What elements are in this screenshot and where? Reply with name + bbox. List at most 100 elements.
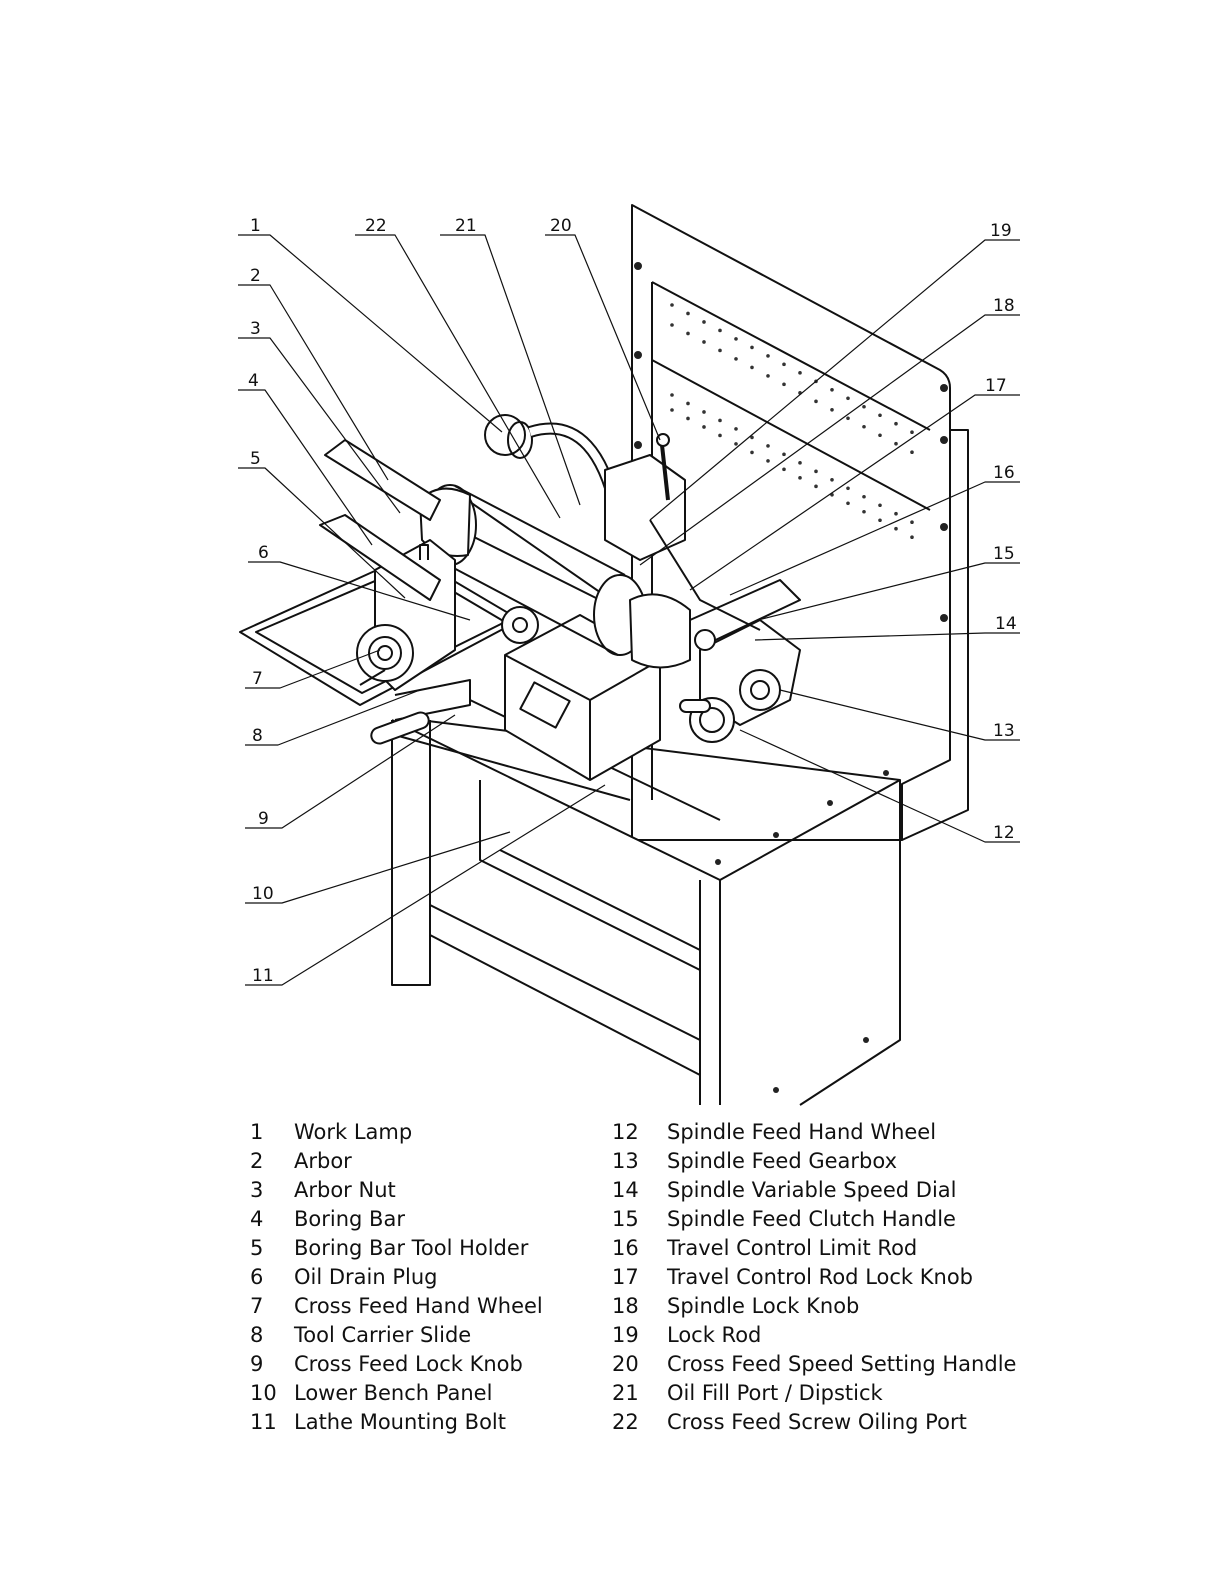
legend-label: Work Lamp [294,1120,413,1144]
legend-number: 5 [250,1236,264,1260]
callout-18: 18 [993,296,1015,316]
perforation-dot [766,354,770,358]
perforation-dot [894,511,898,516]
legend-number: 2 [250,1149,264,1173]
perforation-dot [782,467,786,472]
legend-label: Lock Rod [667,1323,762,1347]
perforation-dot [734,357,738,361]
callout-22: 22 [365,216,387,236]
perforation-dot [814,484,818,489]
perforation-dot [798,461,802,465]
perforation-dot [750,365,754,370]
legend-label: Spindle Feed Gearbox [667,1149,897,1173]
legend-label: Tool Carrier Slide [294,1323,472,1347]
perforation-dot [686,416,690,421]
legend-label: Cross Feed Lock Knob [294,1352,523,1376]
perforation-dot [766,444,770,448]
perforation-dot [846,486,850,491]
legend-label: Spindle Feed Hand Wheel [667,1120,937,1144]
callout-labels: 1 2 3 4 5 6 7 8 9 10 11 12 13 14 15 16 1… [248,216,1017,986]
legend-label: Cross Feed Hand Wheel [294,1294,543,1318]
perforation-dot [686,311,690,316]
perforation-dot [734,337,738,341]
perforation-dot [846,396,850,401]
perforation-dot [910,535,914,539]
perforation-dot [862,494,866,499]
legend-item: 9 Cross Feed Lock Knob [250,1350,543,1379]
legend-label: Lathe Mounting Bolt [294,1410,506,1434]
callout-7: 7 [252,669,263,689]
perforation-dot [702,425,706,429]
callout-20: 20 [550,216,572,236]
perforation-dot [910,450,914,455]
perforation-dot [894,441,898,446]
perforation-dot [718,433,722,438]
lathe-base [504,614,661,781]
legend-item: 16 Travel Control Limit Rod [612,1234,1016,1263]
legend-label: Travel Control Limit Rod [667,1236,918,1260]
legend-number: 19 [612,1323,639,1347]
legend-number: 20 [612,1352,639,1376]
lathe-diagram: 1 2 3 4 5 6 7 8 9 10 11 12 13 14 15 16 1… [238,204,1020,1106]
perforation-dot [670,303,674,307]
callout-9: 9 [258,809,269,829]
perforation-dot [718,328,722,333]
perforation-dot [878,518,882,523]
perforation-dot [686,401,690,406]
callout-5: 5 [250,449,261,469]
callout-16: 16 [993,463,1015,483]
legend-number: 3 [250,1178,264,1202]
legend-number: 22 [612,1410,639,1434]
perforation-dot [686,331,690,336]
perforation-dot [878,433,882,438]
legend-number: 21 [612,1381,639,1405]
legend-number: 9 [250,1352,264,1376]
legend-item: 5 Boring Bar Tool Holder [250,1234,543,1263]
perforation-dot [734,442,738,446]
perforation-dot [782,452,786,457]
callout-10: 10 [252,884,274,904]
leader-lines [238,234,1020,986]
perforation-dot [862,404,866,409]
legend-number: 6 [250,1265,264,1289]
perforation-dot [702,320,706,324]
callout-19: 19 [990,221,1012,241]
legend-label: Travel Control Rod Lock Knob [667,1265,974,1289]
callout-8: 8 [252,726,263,746]
legend-number: 8 [250,1323,264,1347]
perforation-dot [830,478,834,482]
callout-1: 1 [250,216,261,236]
legend-label: Boring Bar Tool Holder [294,1236,529,1260]
perforation-dot [862,424,866,429]
callout-15: 15 [993,544,1015,564]
callout-2: 2 [250,266,261,286]
perforation-dot [766,459,770,463]
legend-number: 10 [250,1381,277,1405]
perforation-dot [670,323,674,327]
legend-number: 12 [612,1120,639,1144]
legend-label: Boring Bar [294,1207,405,1231]
legend-label: Oil Fill Port / Dipstick [667,1381,883,1405]
legend-label: Spindle Lock Knob [667,1294,860,1318]
legend-number: 16 [612,1236,639,1260]
legend-item: 17 Travel Control Rod Lock Knob [612,1263,1016,1292]
legend-number: 17 [612,1265,639,1289]
perforation-dot [750,345,754,350]
perforation-dot [830,388,834,392]
perforation-dot [750,435,754,440]
perforation-dot [734,427,738,431]
callout-13: 13 [993,721,1015,741]
tool-carriage [319,514,539,745]
perforation-dot [782,362,786,367]
